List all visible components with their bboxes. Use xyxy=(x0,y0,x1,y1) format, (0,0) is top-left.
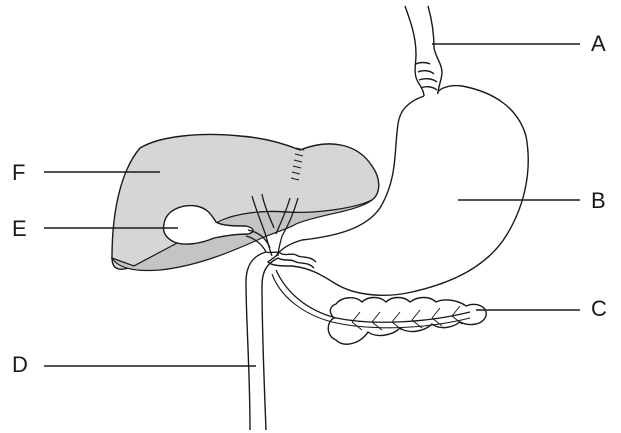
label-e: E xyxy=(12,218,27,240)
label-c: C xyxy=(591,298,607,320)
label-f: F xyxy=(12,162,25,184)
label-b: B xyxy=(591,190,606,212)
label-d: D xyxy=(12,354,28,376)
label-a: A xyxy=(591,33,606,55)
esophagus xyxy=(405,6,442,96)
